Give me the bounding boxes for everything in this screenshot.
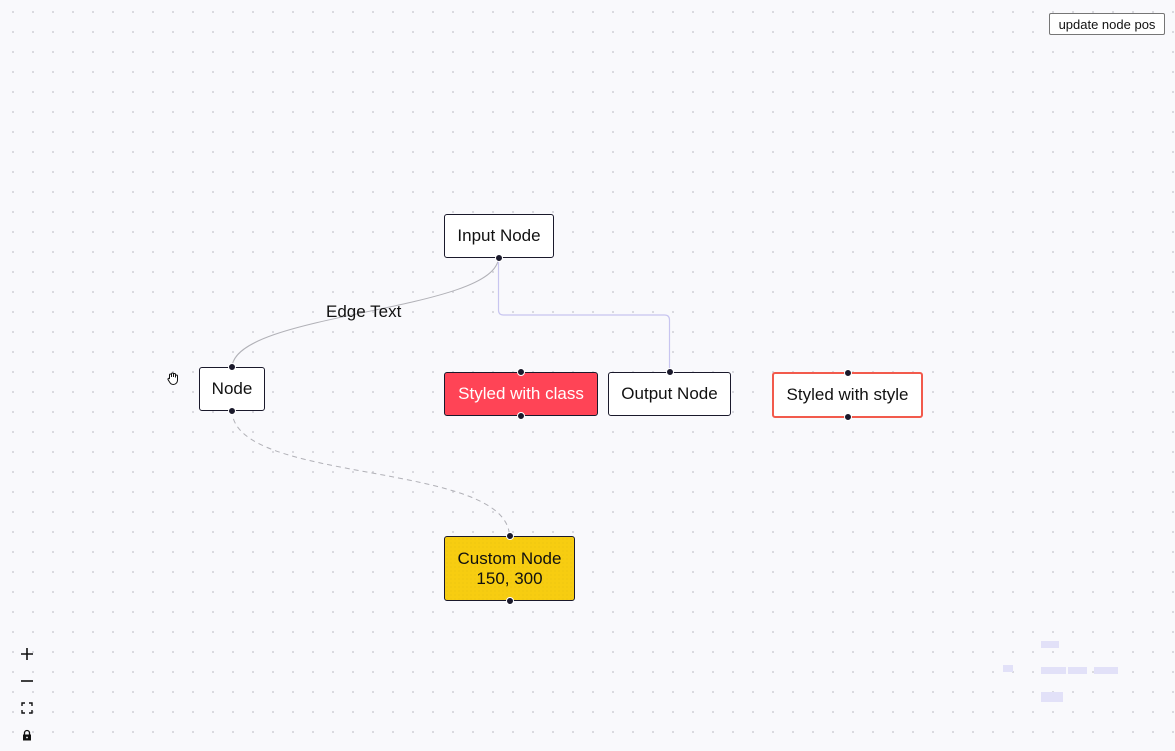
target-handle[interactable] bbox=[505, 532, 514, 540]
source-handle[interactable] bbox=[843, 413, 852, 421]
input-node[interactable]: Input Node bbox=[444, 214, 554, 262]
edge-input-to-output[interactable] bbox=[497, 257, 671, 372]
minimap-node-class bbox=[1041, 667, 1066, 674]
minimap-node-style bbox=[1094, 667, 1118, 674]
input-node-label: Input Node bbox=[457, 226, 541, 245]
source-handle[interactable] bbox=[505, 597, 514, 605]
edge-input-to-node[interactable] bbox=[231, 256, 499, 369]
target-handle[interactable] bbox=[665, 368, 674, 376]
minimap[interactable] bbox=[990, 630, 1130, 710]
source-handle[interactable] bbox=[228, 407, 236, 415]
minus-icon bbox=[21, 679, 33, 682]
class-styled-node-label: Styled with class bbox=[458, 384, 584, 403]
zoom-in-button[interactable] bbox=[14, 640, 40, 667]
custom-node[interactable]: Custom Node 150, 300 bbox=[444, 532, 575, 605]
style-styled-node-label: Styled with style bbox=[786, 385, 909, 404]
edge-label: Edge Text bbox=[326, 302, 402, 321]
target-handle[interactable] bbox=[517, 368, 525, 376]
custom-node-position: 150, 300 bbox=[476, 568, 543, 588]
lock-icon bbox=[23, 729, 31, 740]
minimap-node-default bbox=[1003, 665, 1013, 672]
output-node[interactable]: Output Node bbox=[608, 368, 731, 416]
fit-view-icon bbox=[21, 701, 33, 714]
output-node-label: Output Node bbox=[621, 384, 718, 403]
minimap-node-output bbox=[1068, 667, 1087, 674]
source-handle[interactable] bbox=[495, 254, 503, 262]
zoom-out-button[interactable] bbox=[14, 667, 40, 694]
minimap-node-input bbox=[1041, 641, 1059, 648]
target-handle[interactable] bbox=[228, 363, 236, 371]
default-node[interactable]: Node bbox=[199, 363, 265, 415]
default-node-label: Node bbox=[211, 379, 253, 398]
class-styled-node[interactable]: Styled with class bbox=[444, 368, 598, 420]
grab-hand-icon bbox=[167, 372, 178, 386]
source-handle[interactable] bbox=[517, 412, 525, 420]
style-styled-node[interactable]: Styled with style bbox=[772, 369, 923, 421]
fit-view-button[interactable] bbox=[14, 694, 40, 721]
minimap-node-custom bbox=[1041, 692, 1063, 702]
edge-node-to-custom[interactable] bbox=[231, 409, 510, 538]
target-handle[interactable] bbox=[843, 369, 852, 377]
plus-icon bbox=[21, 647, 33, 660]
lock-button[interactable] bbox=[14, 721, 40, 748]
flow-controls bbox=[14, 640, 40, 748]
update-node-pos-button[interactable]: update node pos bbox=[1049, 13, 1165, 35]
custom-node-title: Custom Node bbox=[457, 548, 562, 568]
